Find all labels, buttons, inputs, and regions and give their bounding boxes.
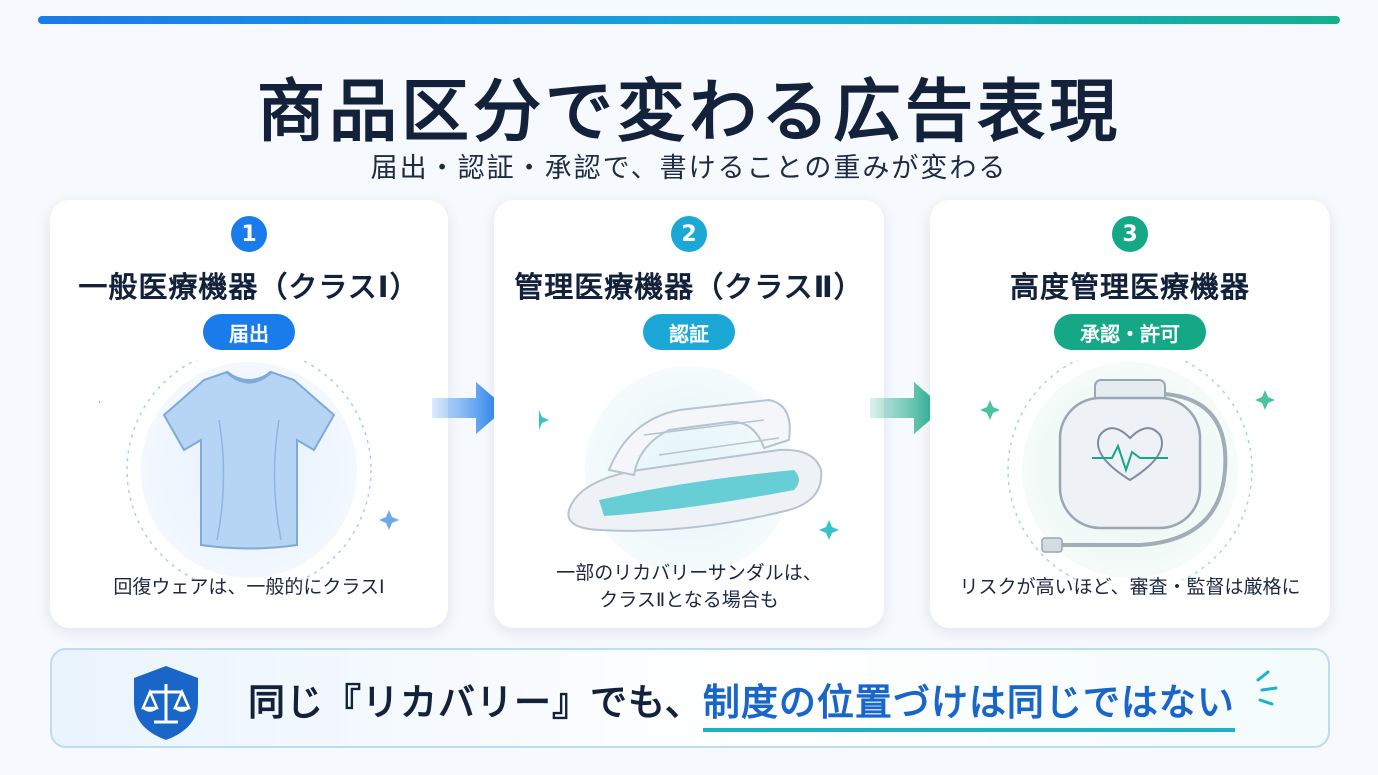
card-class-3: 3 高度管理医療機器 承認・許可 リスクが高いほど、審査・監督は厳格に — [930, 200, 1330, 628]
card-title: 高度管理医療機器 — [1009, 270, 1250, 304]
card-title: 一般医療機器（クラスⅠ） — [78, 270, 420, 304]
category-badge: 認証 — [643, 314, 735, 350]
card-class-2: 2 管理医療機器（クラスⅡ） 認証 一部のリカバリーサンダルは、 クラスⅡとなる… — [494, 200, 884, 628]
card-class-1: 1 一般医療機器（クラスⅠ） 届出 回復ウェアは、一般的にクラスⅠ — [50, 200, 448, 628]
card-caption: 回復ウェアは、一般的にクラスⅠ — [113, 576, 385, 598]
bottom-banner: 同じ『リカバリー』でも、制度の位置づけは同じではない — [50, 648, 1330, 748]
page-subtitle: 届出・認証・承認で、書けることの重みが変わる — [370, 153, 1008, 184]
category-badge: 承認・許可 — [1054, 314, 1206, 350]
category-badge: 届出 — [203, 314, 295, 350]
step-number-badge: 1 — [231, 216, 267, 252]
bottom-message: 同じ『リカバリー』でも、制度の位置づけは同じではない — [248, 672, 1235, 732]
pacemaker-icon — [980, 360, 1275, 580]
emphasis-lines-icon — [1256, 670, 1278, 706]
step-number-badge: 2 — [671, 216, 707, 252]
shield-scales-icon — [134, 666, 198, 740]
card-caption: 一部のリカバリーサンダルは、 クラスⅡとなる場合も — [556, 562, 822, 611]
highlight-text: 制度の位置づけは同じではない — [702, 681, 1235, 732]
page-title: 商品区分で変わる広告表現 — [256, 73, 1121, 152]
card-caption: リスクが高いほど、審査・監督は厳格に — [959, 576, 1301, 598]
arrow-right-icon — [870, 382, 944, 434]
top-accent-bar — [38, 16, 1340, 24]
t-shirt-icon — [99, 360, 399, 580]
step-number-badge: 3 — [1112, 216, 1148, 252]
card-title: 管理医療機器（クラスⅡ） — [514, 270, 864, 304]
arrow-right-icon — [432, 382, 506, 434]
sandal-icon — [539, 366, 839, 574]
